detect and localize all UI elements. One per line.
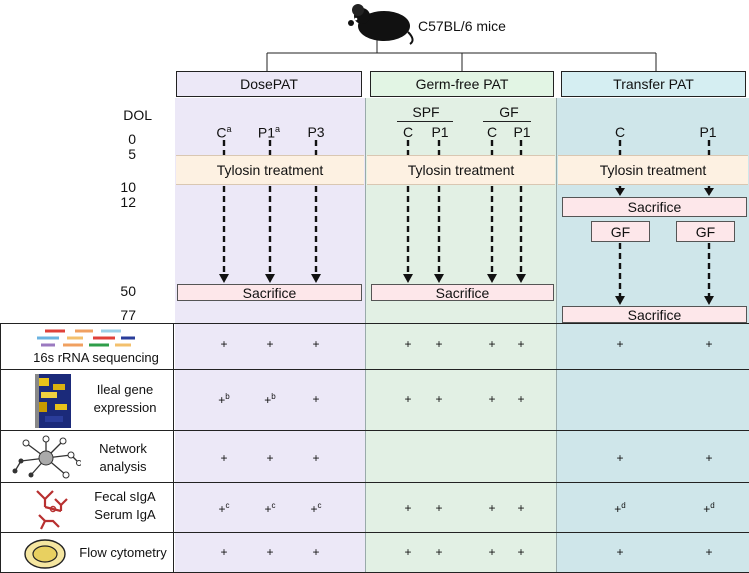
dose-group-c: Ca bbox=[216, 124, 232, 141]
plus-ileal-dose-p3: + bbox=[312, 392, 320, 406]
analysis-ileal-label-line2: expression bbox=[93, 400, 157, 415]
transfer-gf-box-c: GF bbox=[591, 221, 650, 242]
plus-flow-gf-spf-c: + bbox=[404, 545, 412, 559]
plus-flow-gf-gf-c: + bbox=[488, 545, 496, 559]
plus-iga-dose-c: +c bbox=[218, 501, 230, 516]
mouse-icon bbox=[348, 4, 414, 45]
plus-iga-gf-spf-c: + bbox=[404, 501, 412, 515]
germfree-gf-label: GF bbox=[499, 104, 519, 120]
plus-flow-gf-gf-p1: + bbox=[517, 545, 525, 559]
dol-tick-50: 50 bbox=[120, 283, 136, 299]
analysis-ileal-label-cell: Ileal gene expression bbox=[0, 369, 174, 431]
antibody-icon bbox=[36, 490, 68, 530]
analysis-16s-label-cell: 16s rRNA sequencing bbox=[0, 323, 174, 370]
transfer-tylosin-band: Tylosin treatment bbox=[558, 155, 748, 185]
analysis-flow-label-cell: Flow cytometry bbox=[0, 532, 174, 573]
mouse-strain-label: C57BL/6 mice bbox=[418, 18, 506, 34]
network-icon bbox=[12, 435, 81, 479]
plus-flow-tr-p1: + bbox=[705, 545, 713, 559]
dose-group-p1: P1a bbox=[257, 124, 281, 141]
plus-network-tr-c: + bbox=[616, 451, 624, 465]
analysis-serum-iga-label: Serum IgA bbox=[94, 507, 156, 522]
plus-iga-tr-p1: +d bbox=[703, 501, 715, 516]
dol-tick-77: 77 bbox=[120, 307, 136, 323]
germfree-sacrifice-box: Sacrifice bbox=[371, 284, 554, 301]
analysis-row-divider-2 bbox=[0, 369, 749, 370]
analysis-network-label-line2: analysis bbox=[99, 459, 147, 474]
germfree-gf-p1: P1 bbox=[513, 124, 531, 140]
analysis-row-divider-3 bbox=[0, 430, 749, 431]
plus-network-dose-p1: + bbox=[266, 451, 274, 465]
analysis-fecal-siga-label: Fecal sIgA bbox=[94, 489, 156, 504]
gf-bracket bbox=[483, 121, 531, 122]
plus-iga-gf-gf-c: + bbox=[488, 501, 496, 515]
heatmap-icon bbox=[35, 374, 71, 428]
analysis-row-divider-5 bbox=[0, 532, 749, 533]
germfree-spf-p1: P1 bbox=[431, 124, 449, 140]
germfree-gf-c: C bbox=[486, 124, 498, 140]
plus-16s-gf-spf-c: + bbox=[404, 337, 412, 351]
analysis-16s-label: 16s rRNA sequencing bbox=[33, 350, 159, 365]
plus-16s-tr-c: + bbox=[616, 337, 624, 351]
plus-iga-tr-c: +d bbox=[614, 501, 626, 516]
plus-flow-gf-spf-p1: + bbox=[435, 545, 443, 559]
timeline-arrows bbox=[219, 140, 714, 305]
transfer-group-c: C bbox=[614, 124, 626, 140]
sequence-reads-icon bbox=[37, 329, 135, 347]
germfree-spf-label: SPF bbox=[412, 104, 440, 120]
plus-flow-dose-c: + bbox=[220, 545, 228, 559]
plus-ileal-gf-gf-c: + bbox=[488, 392, 496, 406]
plus-ileal-dose-c: +b bbox=[218, 392, 230, 407]
dose-tylosin-band: Tylosin treatment bbox=[176, 155, 364, 185]
analysis-network-label-cell: Network analysis bbox=[0, 430, 174, 483]
plus-network-dose-p3: + bbox=[312, 451, 320, 465]
plus-16s-dose-p1: + bbox=[266, 337, 274, 351]
plus-ileal-gf-gf-p1: + bbox=[517, 392, 525, 406]
plus-ileal-gf-spf-p1: + bbox=[435, 392, 443, 406]
plus-16s-gf-gf-c: + bbox=[488, 337, 496, 351]
plus-ileal-gf-spf-c: + bbox=[404, 392, 412, 406]
analysis-flow-label: Flow cytometry bbox=[79, 545, 167, 560]
plus-iga-gf-spf-p1: + bbox=[435, 501, 443, 515]
dol-tick-0: 0 bbox=[128, 131, 136, 147]
plus-flow-tr-c: + bbox=[616, 545, 624, 559]
plus-iga-gf-gf-p1: + bbox=[517, 501, 525, 515]
plus-flow-dose-p3: + bbox=[312, 545, 320, 559]
plus-16s-dose-p3: + bbox=[312, 337, 320, 351]
plus-flow-dose-p1: + bbox=[266, 545, 274, 559]
germfree-tylosin-band: Tylosin treatment bbox=[367, 155, 555, 185]
analysis-row-divider-4 bbox=[0, 482, 749, 483]
plus-16s-gf-gf-p1: + bbox=[517, 337, 525, 351]
analysis-row-divider-1 bbox=[0, 323, 749, 324]
plus-16s-dose-c: + bbox=[220, 337, 228, 351]
transfer-pat-header: Transfer PAT bbox=[561, 71, 746, 97]
transfer-gf-box-p1: GF bbox=[676, 221, 735, 242]
dol-tick-10: 10 bbox=[120, 179, 136, 195]
plus-iga-dose-p3: +c bbox=[310, 501, 322, 516]
plus-network-dose-c: + bbox=[220, 451, 228, 465]
dosepat-header: DosePAT bbox=[176, 71, 362, 97]
germfree-pat-header: Germ-free PAT bbox=[370, 71, 554, 97]
dose-group-p3: P3 bbox=[307, 124, 325, 140]
dose-sacrifice-box: Sacrifice bbox=[177, 284, 362, 301]
analysis-iga-label-cell: Fecal sIgA Serum IgA bbox=[0, 482, 174, 533]
plus-iga-dose-p1: +c bbox=[264, 501, 276, 516]
plus-ileal-dose-p1: +b bbox=[264, 392, 276, 407]
hierarchy-connectors bbox=[266, 40, 657, 71]
plus-network-tr-p1: + bbox=[705, 451, 713, 465]
plus-16s-gf-spf-p1: + bbox=[435, 337, 443, 351]
plus-16s-tr-p1: + bbox=[705, 337, 713, 351]
cell-icon bbox=[24, 539, 66, 569]
transfer-sacrifice-day12-box: Sacrifice bbox=[562, 197, 747, 217]
germfree-spf-c: C bbox=[402, 124, 414, 140]
analysis-ileal-label-line1: Ileal gene bbox=[96, 382, 154, 397]
spf-bracket bbox=[397, 121, 453, 122]
dol-label: DOL bbox=[123, 107, 152, 123]
analysis-network-label-line1: Network bbox=[99, 441, 147, 456]
transfer-group-p1: P1 bbox=[699, 124, 717, 140]
dol-tick-5: 5 bbox=[128, 146, 136, 162]
dol-tick-12: 12 bbox=[120, 194, 136, 210]
transfer-sacrifice-day77-box: Sacrifice bbox=[562, 306, 747, 323]
